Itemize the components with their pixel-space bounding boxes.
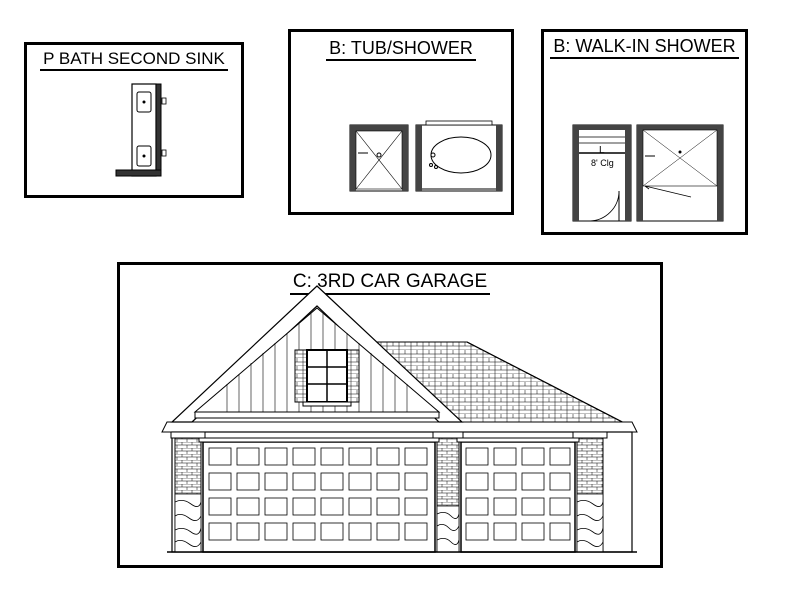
panel-title-bath-second-sink: P BATH SECOND SINK [27,49,241,71]
bath-second-sink-plan [115,83,167,177]
panel-title-walk-in-shower: B: WALK-IN SHOWER [544,36,745,59]
panel-title-3rd-car-garage: C: 3RD CAR GARAGE [120,271,660,295]
single-garage-door-panels [465,447,571,541]
garage-elevation [161,285,638,553]
double-garage-door-panels [208,447,428,541]
ceiling-note: 8' Clg [591,158,614,168]
panel-bath-second-sink: P BATH SECOND SINK [24,42,244,198]
panel-title-tub-shower: B: TUB/SHOWER [291,38,511,61]
panel-walk-in-shower: B: WALK-IN SHOWER L 8' Clg [541,29,748,235]
walk-in-shower-plan: L 8' Clg [572,124,724,222]
panel-3rd-car-garage: C: 3RD CAR GARAGE [117,262,663,568]
panel-tub-shower: B: TUB/SHOWER [288,29,514,215]
closet-letter: L [599,145,605,156]
tub-shower-plan [349,120,503,192]
